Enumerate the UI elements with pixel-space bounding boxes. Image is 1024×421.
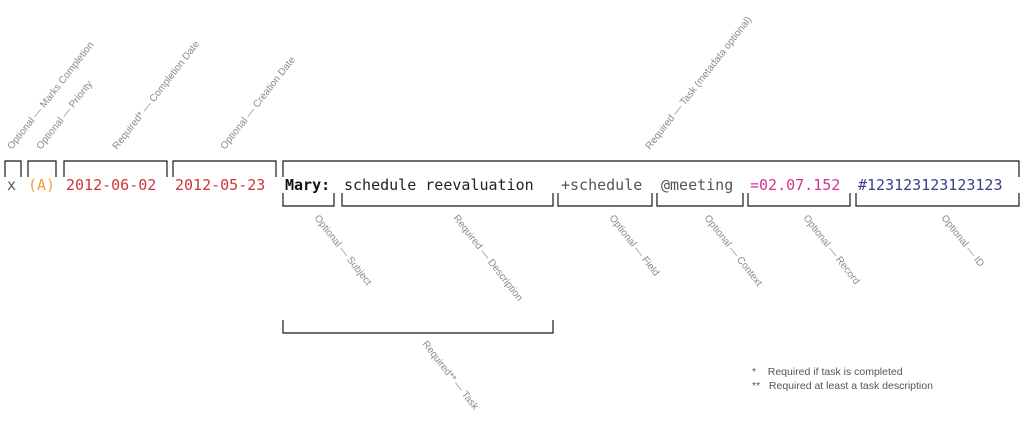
bracket-record <box>747 193 851 207</box>
label-record: Optional — Record <box>801 213 862 287</box>
label-task: Required — Task (metadata optional) <box>644 15 755 152</box>
token-context: @meeting <box>661 176 733 194</box>
bracket-subject <box>282 193 335 207</box>
bracket-description <box>341 193 554 207</box>
token-completion-date: 2012-06-02 <box>66 176 156 194</box>
bracket-creation-date <box>172 160 277 177</box>
token-priority: (A) <box>28 176 55 194</box>
token-field: +schedule <box>561 176 642 194</box>
token-creation-date: 2012-05-23 <box>175 176 265 194</box>
token-record: =02.07.152 <box>750 176 840 194</box>
label-task-group: Required** — Task <box>420 339 481 413</box>
label-id: Optional — ID <box>939 213 986 269</box>
bracket-priority <box>27 160 57 177</box>
bracket-task-group <box>282 320 554 334</box>
bracket-id <box>855 193 1020 207</box>
bracket-completion-date <box>63 160 168 177</box>
token-subject: Mary: <box>285 176 330 194</box>
bracket-completion-mark <box>4 160 22 177</box>
label-creation-date: Optional — Creation Date <box>219 55 298 152</box>
token-id: #123123123123123 <box>858 176 1003 194</box>
label-priority: Optional — Priority <box>35 79 95 152</box>
label-subject: Optional — Subject <box>312 213 374 288</box>
label-context: Optional — Context <box>702 213 765 289</box>
token-description: schedule reevaluation <box>344 176 534 194</box>
footnote-description: ** Required at least a task description <box>752 380 933 392</box>
label-completion-date: Required* — Completion Date <box>111 39 203 152</box>
token-completion-mark: x <box>7 176 16 194</box>
label-description: Required — Description <box>451 213 525 303</box>
label-field: Optional — Field <box>607 213 662 278</box>
footnotes: * Required if task is completed ** Requi… <box>752 365 933 393</box>
bracket-context <box>656 193 744 207</box>
bracket-field <box>557 193 653 207</box>
footnote-completed: * Required if task is completed <box>752 366 903 378</box>
bracket-task <box>282 160 1020 177</box>
